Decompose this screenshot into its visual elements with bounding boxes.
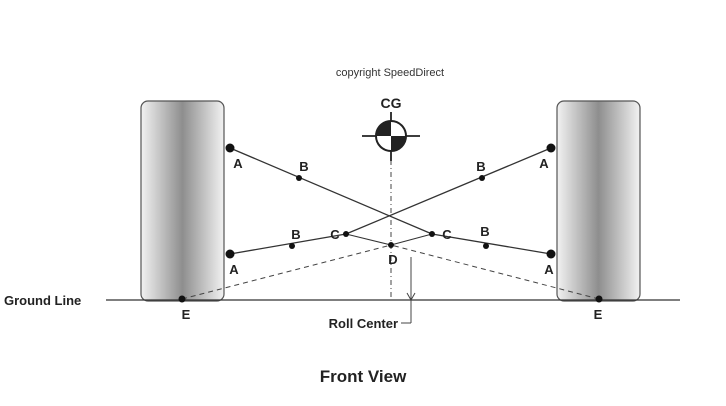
left-tire bbox=[140, 100, 225, 302]
point-d bbox=[388, 242, 394, 248]
point-b-left-upper bbox=[296, 175, 302, 181]
diagram-title: Front View bbox=[320, 367, 407, 386]
label-a-left-lower: A bbox=[229, 262, 239, 277]
label-a-right-lower: A bbox=[544, 262, 554, 277]
point-c-left bbox=[343, 231, 349, 237]
right-tire bbox=[556, 100, 641, 302]
label-b-left-lower: B bbox=[291, 227, 300, 242]
cg-symbol bbox=[362, 112, 420, 161]
label-b-right-lower: B bbox=[480, 224, 489, 239]
label-cg: CG bbox=[381, 95, 402, 111]
label-ground-line: Ground Line bbox=[4, 293, 81, 308]
label-b-left-upper: B bbox=[299, 159, 308, 174]
right-c-to-d-line bbox=[390, 233, 433, 246]
label-b-right-upper: B bbox=[476, 159, 485, 174]
point-a-left-upper bbox=[225, 143, 235, 153]
label-a-right-upper: A bbox=[539, 156, 549, 171]
point-e-left bbox=[178, 295, 186, 303]
point-e-right bbox=[595, 295, 603, 303]
point-b-right-lower bbox=[483, 243, 489, 249]
left-lower-arm bbox=[229, 233, 347, 255]
roll-center-arrow bbox=[406, 292, 416, 302]
label-c-left: C bbox=[330, 227, 340, 242]
point-c-right bbox=[429, 231, 435, 237]
label-d: D bbox=[388, 252, 397, 267]
label-a-left-upper: A bbox=[233, 156, 243, 171]
point-a-right-upper bbox=[546, 143, 556, 153]
right-lower-arm bbox=[431, 233, 552, 255]
point-b-right-upper bbox=[479, 175, 485, 181]
label-e-left: E bbox=[182, 307, 191, 322]
left-upper-arm bbox=[229, 147, 433, 235]
copyright-text: copyright SpeedDirect bbox=[336, 67, 444, 79]
right-upper-arm bbox=[345, 147, 552, 235]
label-roll-center: Roll Center bbox=[329, 316, 398, 331]
left-c-to-d-line bbox=[345, 233, 392, 246]
point-a-right-lower bbox=[546, 249, 556, 259]
point-b-left-lower bbox=[289, 243, 295, 249]
label-e-right: E bbox=[594, 307, 603, 322]
label-c-right: C bbox=[442, 227, 452, 242]
point-a-left-lower bbox=[225, 249, 235, 259]
